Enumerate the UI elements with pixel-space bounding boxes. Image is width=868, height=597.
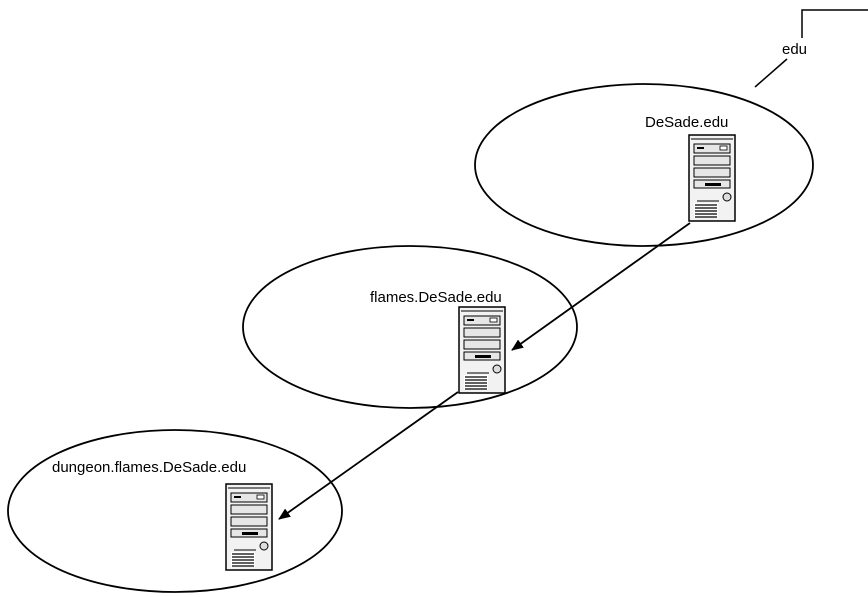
server-dungeon-icon — [225, 483, 273, 571]
zone-flames-label: flames.DeSade.edu — [370, 289, 502, 306]
edu-label: edu — [782, 41, 807, 58]
server-flames-icon — [458, 306, 506, 394]
zone-desade-label: DeSade.edu — [645, 114, 728, 131]
zone-flames-ellipse — [242, 245, 578, 409]
edu-bracket-line — [801, 9, 868, 38]
zone-desade: DeSade.edu — [474, 83, 814, 247]
zone-dungeon-label: dungeon.flames.DeSade.edu — [52, 459, 246, 476]
server-desade-icon — [688, 134, 736, 222]
zone-flames: flames.DeSade.edu — [242, 245, 578, 409]
zone-dungeon-ellipse — [7, 429, 343, 593]
delegation-arrow-flames-to-dungeon — [278, 391, 459, 520]
delegation-arrow-desade-to-flames — [511, 222, 691, 351]
edu-connector-line — [754, 58, 788, 88]
zone-desade-ellipse — [474, 83, 814, 247]
zone-dungeon: dungeon.flames.DeSade.edu — [7, 429, 343, 593]
